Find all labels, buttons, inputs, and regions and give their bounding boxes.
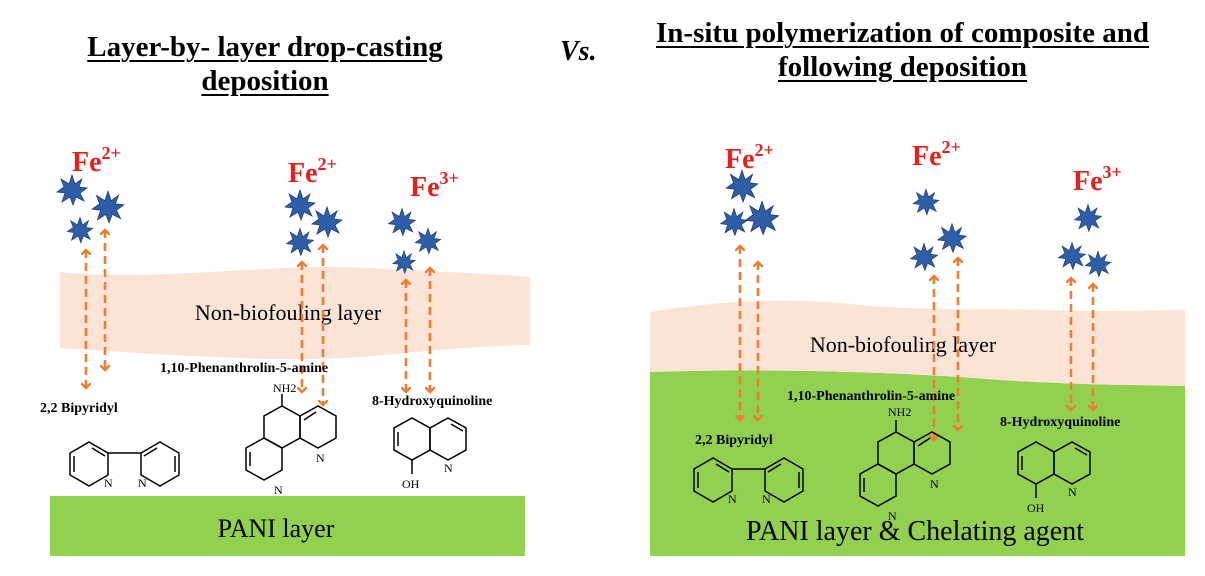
fe-ion-particle [937,223,967,253]
fe-ion-particle [286,228,314,256]
fe-ion-particle [720,208,748,236]
nitrogen-atom: N [888,509,897,523]
fe-ion-particle [56,174,88,206]
fe-ion-label: Fe3+ [1073,162,1122,197]
nitrogen-atom: N [728,492,737,506]
fe-ion-particle [912,188,940,216]
hydroxyl-group: OH [402,477,420,491]
pani-chelating-layer [650,370,1185,556]
fe-ion-particle [66,216,94,244]
fe-ion-particle [311,206,343,238]
vs-label: Vs. [560,36,597,67]
pani-layer-label: PANI layer [218,514,335,543]
non-biofouling-layer [650,300,1185,386]
hydroxyl-group: OH [1027,501,1045,515]
molecule-label: 8-Hydroxyquinoline [1000,415,1120,430]
left-panel-title: Layer-by- layer drop-casting deposition [87,31,443,97]
fe-ion-label: Fe3+ [410,168,459,203]
fe-ion-particle [414,227,442,255]
amine-group: NH2 [888,405,911,419]
phenanthroline-structure [859,420,951,507]
molecule-label: 2,2 Bipyridyl [40,401,118,416]
molecule-label: 8-Hydroxyquinoline [372,394,492,409]
nitrogen-atom: N [930,477,939,491]
nitrogen-atom: N [444,461,453,475]
nitrogen-atom: N [316,451,325,465]
left-panel: PANI layer Non-biofouling layer Fe2+ Fe2… [40,143,530,556]
fe-ion-particle [910,243,938,271]
non-biofouling-layer [60,266,530,360]
fe-ion-particle [744,200,780,236]
fe-ion-particle [1058,242,1086,270]
fe-ion-particle [91,190,125,224]
hydroxyquinoline-structure [393,417,467,474]
non-biofouling-label: Non-biofouling layer [195,300,382,325]
nitrogen-atom: N [274,483,283,497]
bipyridyl-structure [693,457,804,503]
amine-group: NH2 [273,381,296,395]
hydroxyquinoline-structure [1017,441,1091,498]
fe-ion-particle [1074,204,1102,232]
fe-ion-label: Fe2+ [725,140,774,175]
fe-ion-label: Fe2+ [72,143,121,178]
bipyridyl-structure [69,441,180,487]
pani-chelating-label: PANI layer & Chelating agent [746,516,1084,547]
fe-ion-particle [284,189,316,221]
right-panel: Non-biofouling layer PANI layer & Chelat… [650,137,1185,556]
fe-ion-label: Fe2+ [912,137,961,172]
fe-ion-particle [388,208,416,236]
molecule-label: 2,2 Bipyridyl [695,433,773,448]
phenanthroline-structure [245,394,337,481]
nitrogen-atom: N [1068,485,1077,499]
pani-layer [50,496,525,556]
nitrogen-atom: N [762,492,771,506]
right-panel-title: In-situ polymerization of composite and … [656,17,1149,83]
nitrogen-atom: N [104,476,113,490]
fe-ion-particle [1084,250,1112,278]
fe-ion-label: Fe2+ [288,154,337,189]
non-biofouling-label: Non-biofouling layer [810,332,997,357]
molecule-label: 1,10-Phenanthrolin-5-amine [160,361,328,376]
nitrogen-atom: N [138,476,147,490]
molecule-label: 1,10-Phenanthrolin-5-amine [787,389,955,404]
